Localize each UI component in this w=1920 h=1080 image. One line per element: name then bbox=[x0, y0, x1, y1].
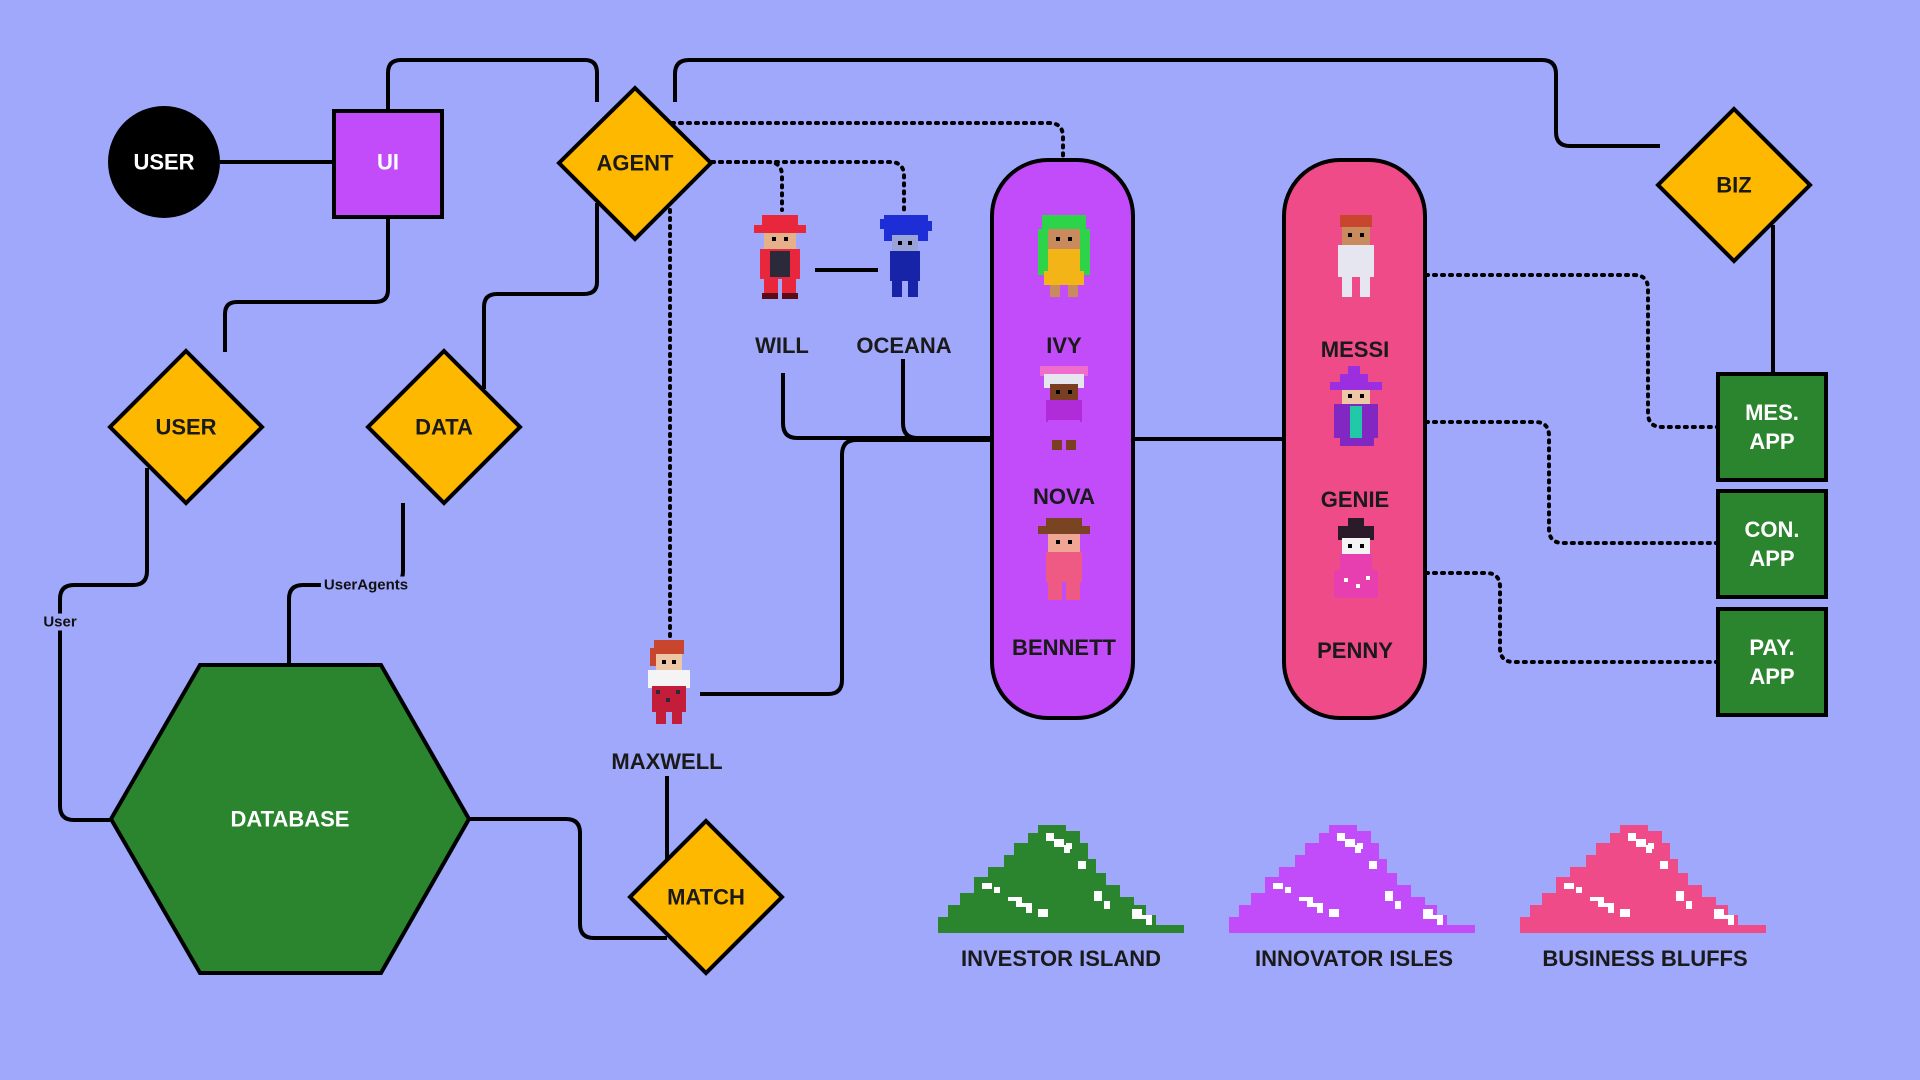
user-edge-label: User bbox=[40, 613, 80, 631]
biz-label: BIZ bbox=[1716, 172, 1752, 198]
match-label: MATCH bbox=[667, 884, 745, 910]
ui-label: UI bbox=[377, 149, 399, 175]
investor-island-name: INVESTOR ISLAND bbox=[960, 946, 1162, 971]
will-name: WILL bbox=[755, 333, 809, 358]
genie-name: GENIE bbox=[1320, 487, 1390, 512]
nova-name: NOVA bbox=[1033, 484, 1095, 509]
messi-sprite bbox=[1338, 215, 1374, 297]
con-app-label: CON. APP bbox=[1744, 517, 1800, 571]
business-bluffs-tree bbox=[1520, 825, 1766, 933]
messi-name: MESSI bbox=[1320, 337, 1390, 362]
user-circle-node bbox=[108, 106, 220, 218]
database-hexagon bbox=[108, 663, 472, 975]
user-circle-label: USER bbox=[133, 149, 195, 175]
oceana-name: OCEANA bbox=[856, 333, 952, 358]
pay-app-label: PAY. APP bbox=[1749, 635, 1795, 689]
investor-island-tree bbox=[938, 825, 1184, 933]
con-app-node bbox=[1716, 489, 1828, 599]
agent-label: AGENT bbox=[596, 150, 674, 176]
useragents-edge-label: UserAgents bbox=[320, 576, 412, 594]
ui-node bbox=[332, 109, 444, 219]
mes-app-node bbox=[1716, 372, 1828, 482]
ivy-name: IVY bbox=[1046, 333, 1082, 358]
match-diamond bbox=[627, 818, 785, 976]
bennett-sprite bbox=[1038, 518, 1090, 600]
nova-sprite bbox=[1040, 366, 1088, 450]
innovator-isles-tree bbox=[1229, 825, 1475, 933]
agent-diamond bbox=[556, 85, 714, 242]
ivy-sprite bbox=[1038, 215, 1090, 297]
maxwell-name: MAXWELL bbox=[611, 749, 723, 774]
data-diamond bbox=[365, 348, 523, 506]
penny-sprite bbox=[1334, 518, 1378, 598]
dotted-connectors bbox=[668, 121, 1720, 664]
business-bluffs-name: BUSINESS BLUFFS bbox=[1542, 946, 1748, 971]
pay-app-node bbox=[1716, 607, 1828, 717]
innovator-isles-name: INNOVATOR ISLES bbox=[1254, 946, 1454, 971]
will-sprite bbox=[754, 215, 806, 299]
solid-connectors bbox=[58, 58, 1775, 940]
data-diamond-label: DATA bbox=[415, 414, 473, 440]
maxwell-sprite bbox=[648, 640, 690, 724]
genie-sprite bbox=[1330, 366, 1382, 446]
user-diamond-label: USER bbox=[155, 414, 217, 440]
mes-app-label: MES. APP bbox=[1745, 400, 1799, 454]
bennett-name: BENNETT bbox=[1012, 635, 1116, 660]
biz-diamond bbox=[1655, 106, 1813, 264]
penny-name: PENNY bbox=[1317, 638, 1393, 663]
user-diamond bbox=[107, 348, 265, 506]
database-label: DATABASE bbox=[230, 806, 350, 832]
oceana-sprite bbox=[880, 215, 932, 297]
